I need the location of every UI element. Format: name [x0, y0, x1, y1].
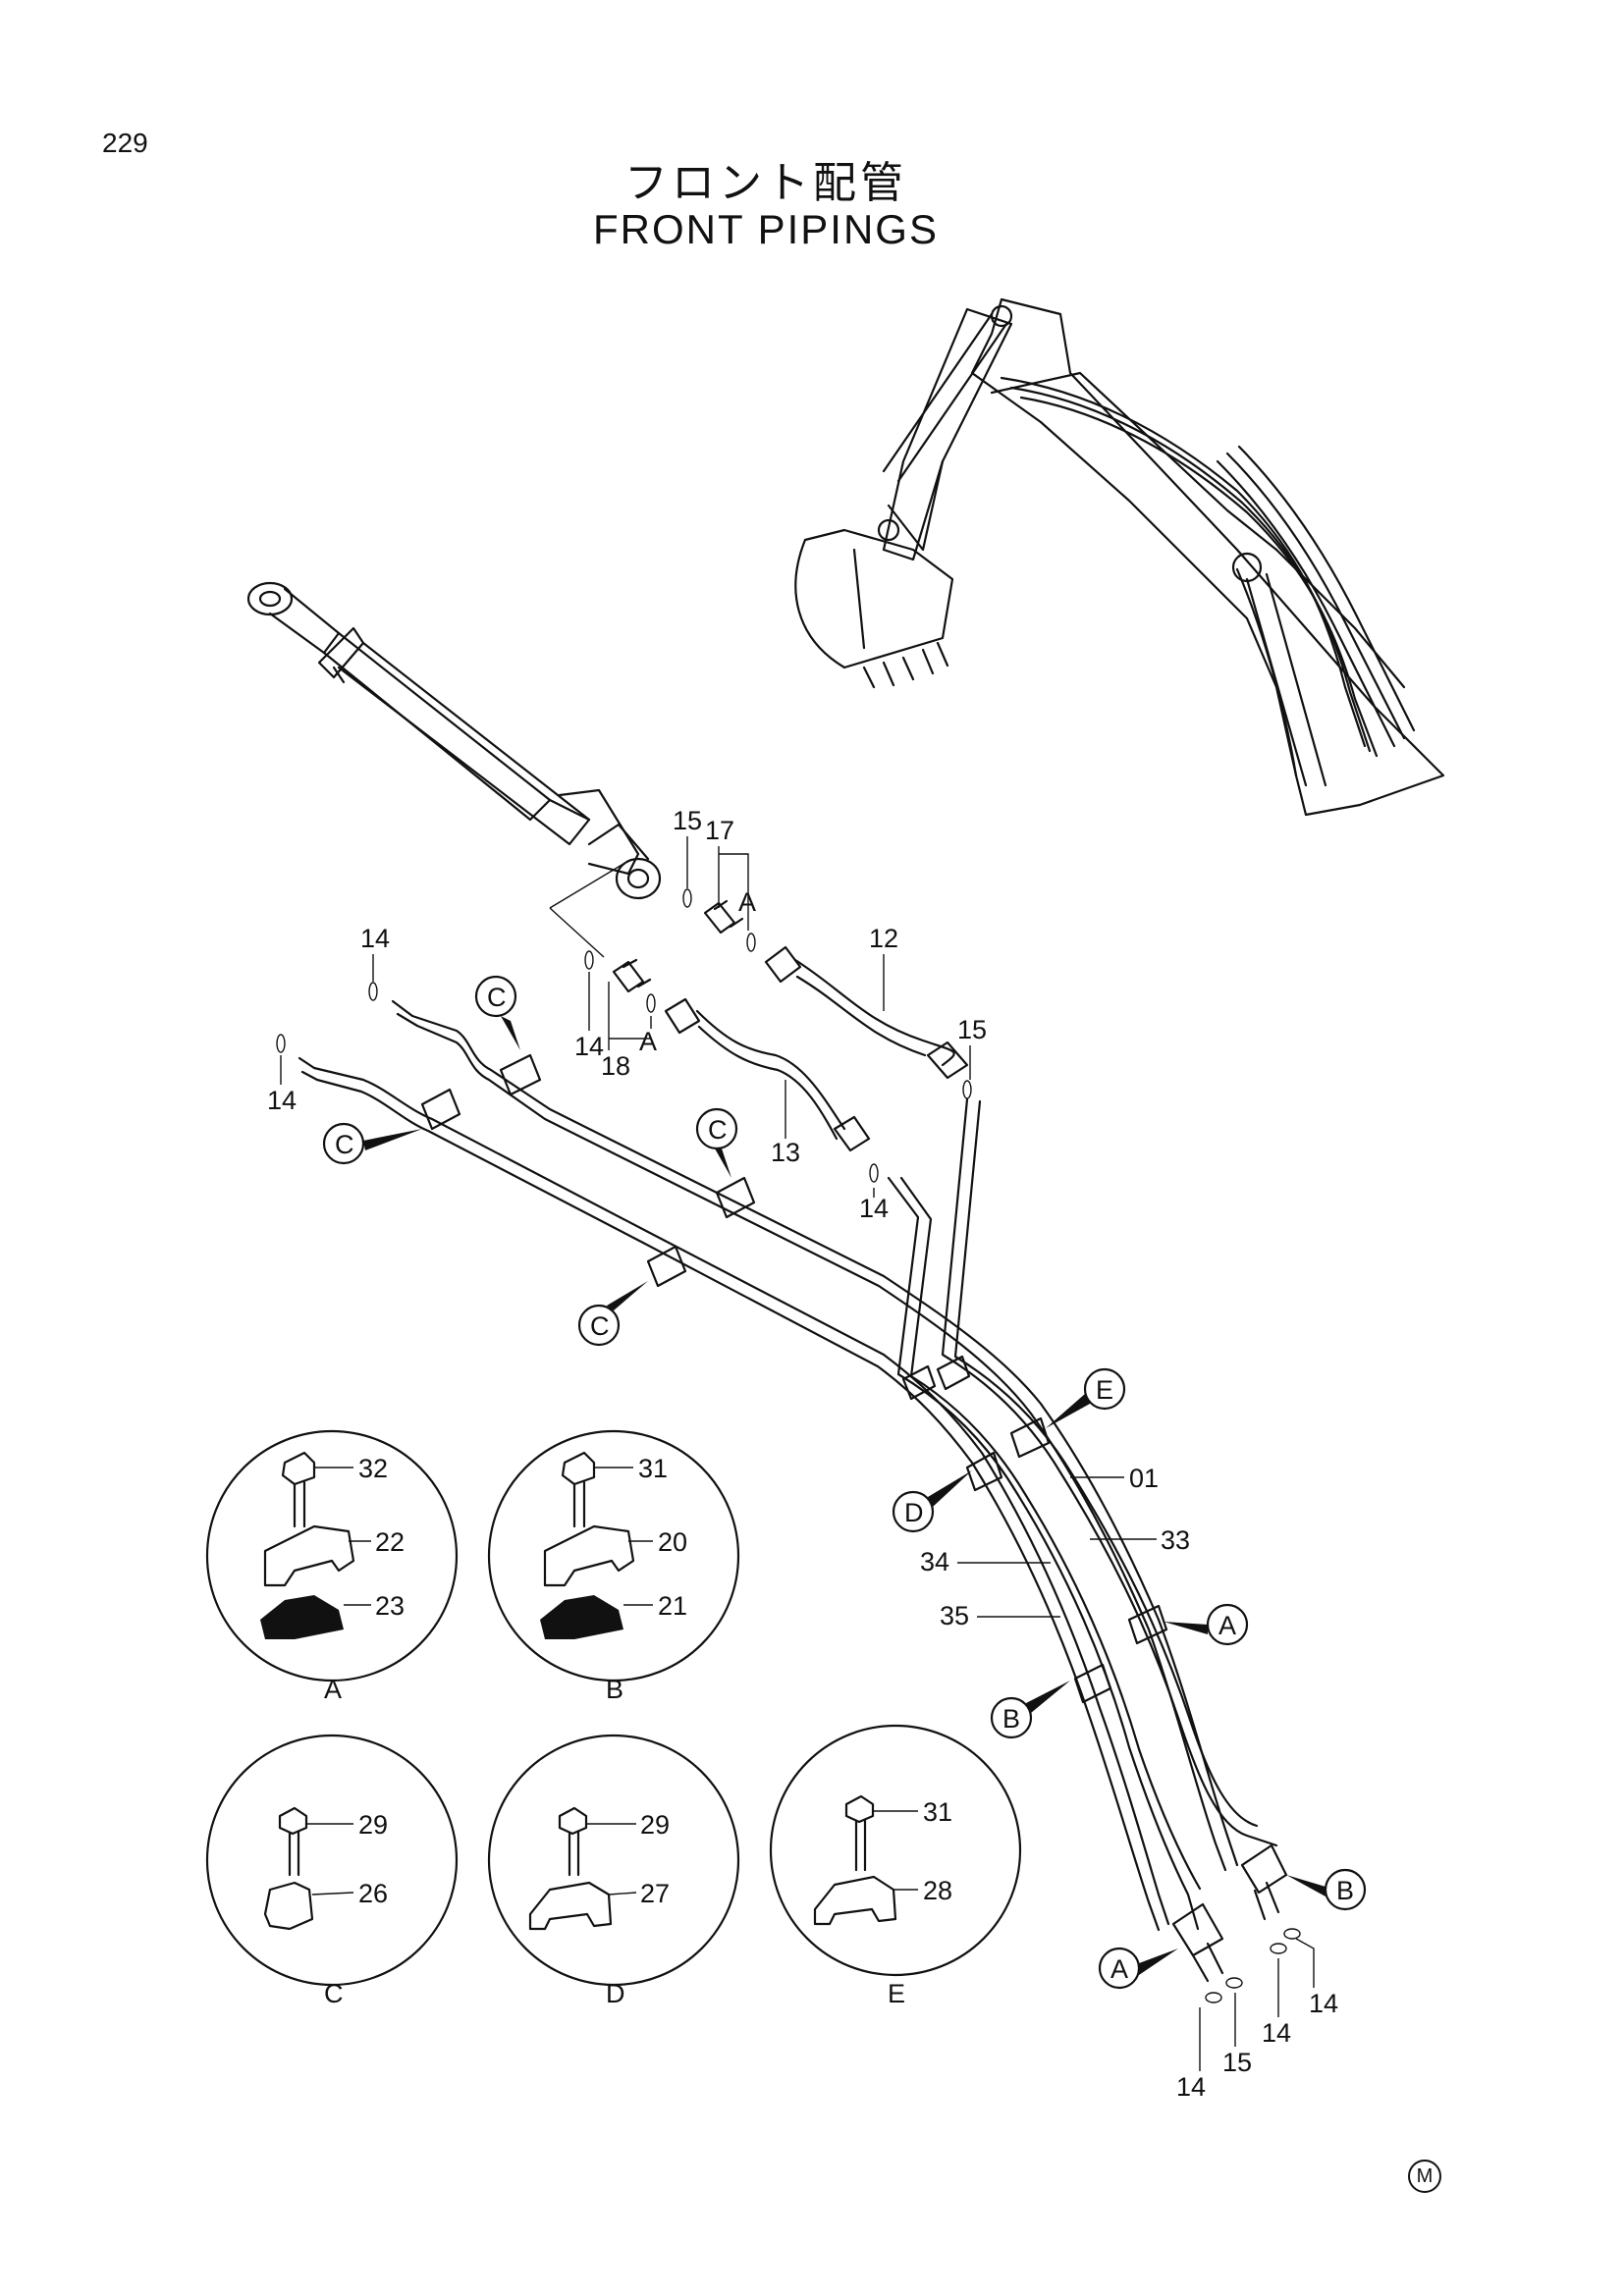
- detail-a-bolt: 32: [358, 1454, 388, 1483]
- part-label-14-center: 14: [574, 1032, 604, 1061]
- excavator-front-illustration: [794, 297, 1445, 817]
- detail-a: A 32 22 23: [205, 1429, 459, 1704]
- callout-b2: B: [1336, 1876, 1354, 1905]
- part-label-34: 34: [920, 1547, 949, 1576]
- detail-c-bolt: 29: [358, 1810, 388, 1840]
- detail-b: B 31 20 21: [487, 1429, 740, 1704]
- detail-a-upper: 22: [375, 1527, 405, 1557]
- part-label-14-left-top: 14: [360, 924, 390, 953]
- detail-b-upper: 20: [658, 1527, 687, 1557]
- part-label-17: 17: [705, 816, 734, 845]
- callout-c3: C: [708, 1115, 728, 1145]
- hose-assemblies: [276, 863, 972, 1183]
- callout-c2: C: [335, 1130, 354, 1159]
- detail-d-bolt: 29: [640, 1810, 670, 1840]
- part-label-18: 18: [601, 1051, 630, 1081]
- detail-b-lower: 21: [658, 1591, 687, 1621]
- title-english: FRONT PIPINGS: [593, 206, 939, 252]
- detail-a-letter: A: [324, 1675, 342, 1704]
- title-japanese: フロント配管: [624, 158, 907, 208]
- part-label-15-bottom: 15: [1222, 2048, 1252, 2077]
- arm-cylinder-illustration: [246, 581, 662, 900]
- part-label-14-bottom-left: 14: [1176, 2072, 1206, 2102]
- detail-e: E 31 28: [769, 1724, 1022, 2008]
- detail-e-letter: E: [888, 1979, 905, 2008]
- part-label-14-bottom-right: 14: [1309, 1989, 1338, 2018]
- part-label-a-top: A: [738, 887, 756, 917]
- detail-b-letter: B: [606, 1675, 623, 1704]
- callout-e1: E: [1096, 1375, 1113, 1405]
- page-number: 229: [102, 128, 148, 158]
- callout-b1: B: [1002, 1704, 1020, 1734]
- detail-d-clamp: 27: [640, 1879, 670, 1908]
- part-label-35: 35: [940, 1601, 969, 1630]
- detail-c-clamp: 26: [358, 1879, 388, 1908]
- part-label-14-left: 14: [267, 1086, 297, 1115]
- callout-a2: A: [1110, 1954, 1128, 1984]
- callout-d1: D: [904, 1498, 924, 1527]
- detail-a-lower: 23: [375, 1591, 405, 1621]
- part-label-12: 12: [869, 924, 898, 953]
- part-label-15-top: 15: [673, 806, 702, 835]
- part-label-33: 33: [1161, 1525, 1190, 1555]
- manufacturer-mark: M: [1408, 2160, 1441, 2193]
- detail-d-letter: D: [606, 1979, 625, 2008]
- part-label-15-mid: 15: [957, 1015, 987, 1044]
- detail-d: D 29 27: [487, 1734, 740, 2008]
- detail-e-clamp: 28: [923, 1876, 952, 1905]
- part-label-14-bottom-mid: 14: [1262, 2018, 1291, 2048]
- detail-c-letter: C: [324, 1979, 344, 2008]
- callout-c4: C: [590, 1311, 610, 1341]
- detail-e-bolt: 31: [923, 1797, 952, 1827]
- part-label-13: 13: [771, 1138, 800, 1167]
- part-label-14-right: 14: [859, 1194, 889, 1223]
- part-label-a-mid: A: [639, 1027, 657, 1056]
- detail-c: C 29 26: [205, 1734, 459, 2008]
- callout-c1: C: [487, 983, 507, 1012]
- callout-a1: A: [1218, 1611, 1236, 1640]
- detail-b-bolt: 31: [638, 1454, 668, 1483]
- part-label-01: 01: [1129, 1464, 1159, 1493]
- part-number-labels: 15 17 A 12 15 14 14 14 18 A 13 14 01: [267, 806, 1338, 2102]
- callout-markers: C C C C E D A B B: [322, 975, 1367, 1990]
- steel-pipes: [298, 999, 1301, 2003]
